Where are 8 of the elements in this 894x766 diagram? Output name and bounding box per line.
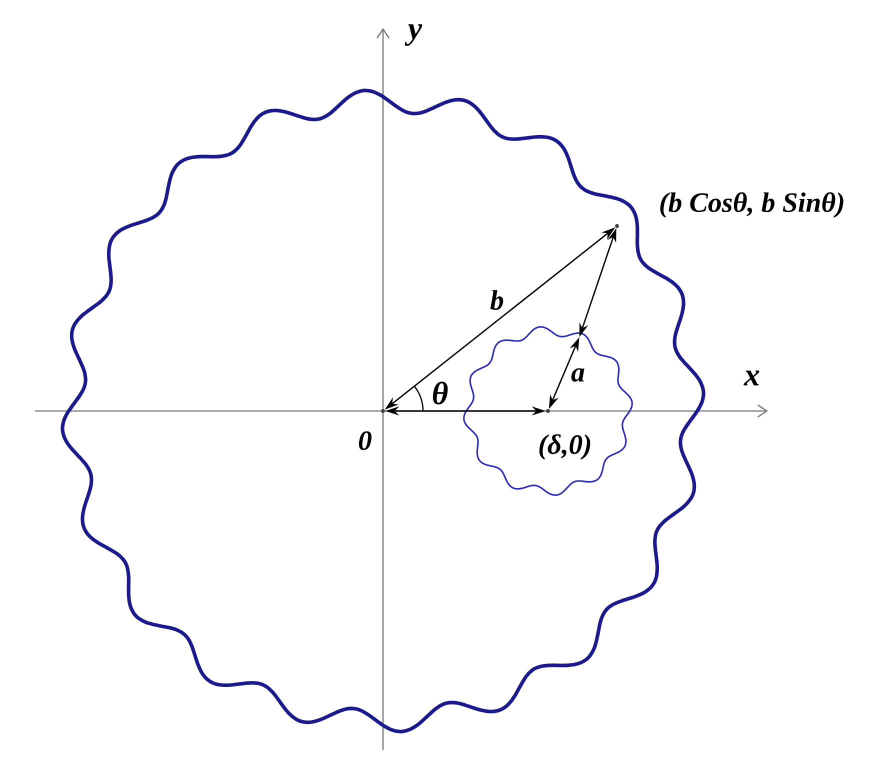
axis-label: y [404, 24, 422, 46]
coordinate-label: (δ,0) [539, 434, 590, 460]
coordinate-label: (b Cosθ, b Sinθ) [660, 192, 844, 218]
edge-label: a [571, 368, 584, 382]
angle-label: θ [432, 382, 448, 404]
axis-label: x [744, 370, 760, 386]
edge-label: b [490, 290, 504, 310]
coordinate-label: 0 [358, 431, 372, 450]
